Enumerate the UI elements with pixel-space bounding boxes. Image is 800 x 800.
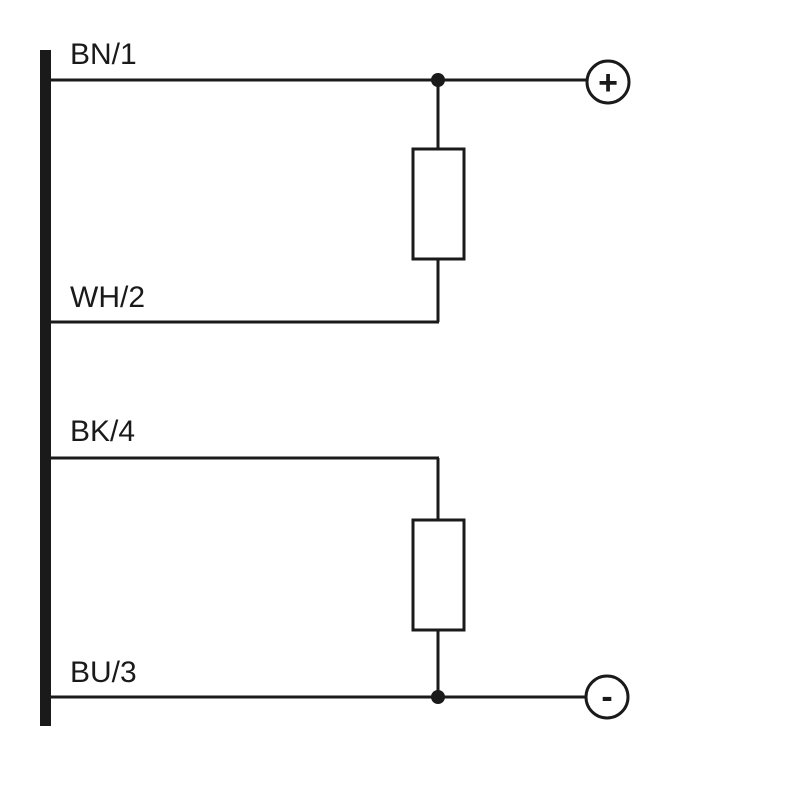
positive-terminal-symbol: + [598,64,618,102]
negative-terminal-symbol: - [601,678,612,716]
lower-resistor [411,518,466,632]
junction-dot-bottom [431,690,445,704]
label-bu3: BU/3 [70,656,137,689]
label-wh2: WH/2 [70,281,145,314]
negative-terminal-icon [584,674,630,720]
connector-bus [40,50,51,726]
label-bn1: BN/1 [70,38,137,71]
junction-dot-top [431,73,445,87]
positive-terminal-icon [585,59,631,105]
label-bk4: BK/4 [70,415,135,448]
upper-resistor [411,147,466,261]
